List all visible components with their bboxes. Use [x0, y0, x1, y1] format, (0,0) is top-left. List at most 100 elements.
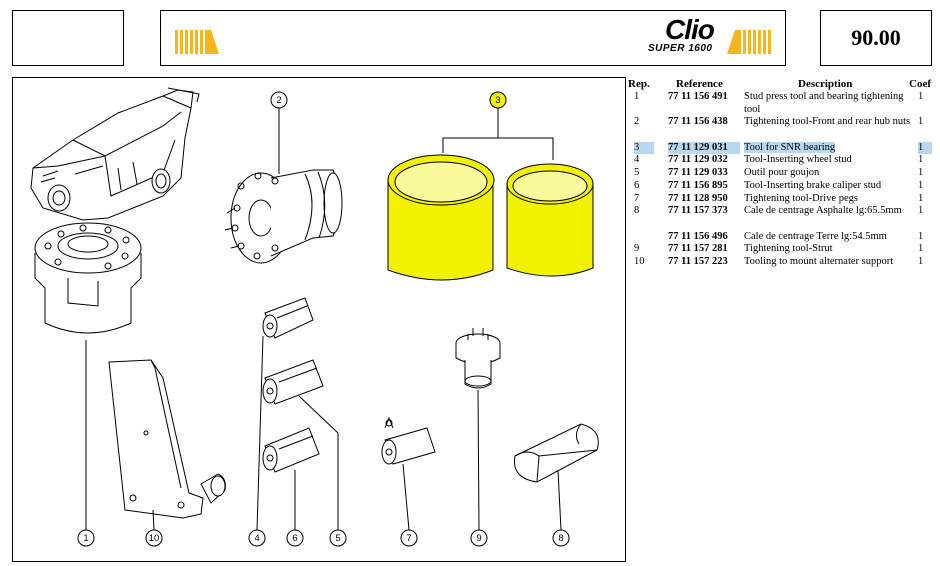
hub-nut-tool-icon: [224, 169, 343, 264]
row-reference: 77 11 156 491: [668, 91, 728, 102]
page-number: 90.00: [851, 25, 901, 50]
row-reference: 77 11 157 373: [668, 205, 728, 217]
row-coef: 1: [918, 167, 924, 179]
row-reference: 77 11 156 895: [668, 179, 728, 191]
wheel-stud-insert-tool-icon: [262, 297, 314, 339]
svg-text:7: 7: [406, 533, 411, 544]
svg-text:6: 6: [292, 533, 297, 544]
svg-text:5: 5: [335, 533, 340, 544]
row-description: Cale de centrage Terre lg:54.5mm: [744, 230, 887, 242]
row-coef: 1: [918, 91, 924, 102]
header-coef: Coef: [909, 78, 931, 90]
callout-8: 8: [552, 529, 570, 547]
table-row[interactable]: 9 77 11 157 281 Tightening tool-Strut 1: [628, 243, 938, 256]
row-rep: 7: [634, 192, 640, 204]
svg-text:2: 2: [276, 95, 281, 106]
row-reference: 77 11 128 950: [668, 192, 728, 204]
callout-3: 3: [489, 91, 507, 109]
callout-5: 5: [329, 529, 347, 547]
row-rep: 6: [634, 179, 640, 191]
row-rep: 1: [634, 91, 640, 102]
row-reference: 77 11 129 032: [668, 154, 728, 166]
row-coef: 1: [918, 192, 924, 204]
table-row[interactable]: 2 77 11 156 438 Tightening tool-Front an…: [628, 116, 938, 141]
callout-6: 6: [286, 529, 304, 547]
row-rep: 2: [634, 116, 640, 128]
row-reference: 77 11 129 031: [668, 141, 740, 155]
table-row[interactable]: 8 77 11 157 373 Cale de centrage Asphalt…: [628, 205, 938, 230]
row-description: Stud press tool and bearing tightening t…: [744, 91, 904, 115]
header-page-box: 90.00: [820, 10, 932, 66]
header-rep: Rep.: [628, 78, 650, 90]
alternator-support-tool-icon: [108, 359, 226, 519]
callout-9: 9: [470, 529, 488, 547]
caliper-stud-insert-tool-icon: [262, 427, 320, 473]
row-description: Tool-Inserting wheel stud: [744, 154, 852, 166]
callout-7: 7: [400, 529, 418, 547]
row-coef: 1: [918, 230, 924, 242]
stud-press-tool-icon: [34, 222, 142, 334]
table-header-row: Rep. Reference Description Coef: [628, 78, 938, 91]
table-row[interactable]: 77 11 156 496 Cale de centrage Terre lg:…: [628, 231, 938, 244]
table-row[interactable]: 10 77 11 157 223 Tooling to mount altern…: [628, 256, 938, 281]
row-coef: 1: [918, 116, 924, 128]
row-coef: 1: [918, 205, 924, 217]
strut-tool-icon: [455, 328, 501, 389]
row-rep: 3: [634, 141, 654, 155]
exploded-diagram: 1 2 3 4 5 6 7 8 9 10: [12, 77, 626, 562]
header-logo-box: [160, 10, 786, 66]
svg-text:10: 10: [149, 533, 160, 544]
table-row[interactable]: 6 77 11 156 895 Tool-Inserting brake cal…: [628, 180, 938, 193]
row-reference: 77 11 157 223: [668, 255, 728, 267]
drive-peg-tool-icon: [381, 416, 436, 465]
row-description: Tool-Inserting brake caliper stud: [744, 179, 882, 191]
stud-tool-icon: [262, 359, 324, 405]
row-reference: 77 11 157 281: [668, 243, 728, 255]
row-coef: 1: [918, 255, 924, 267]
logo-subtitle: SUPER 1600: [648, 43, 713, 54]
centering-wedge-icon: [513, 423, 599, 483]
logo-title: Clio: [665, 14, 715, 45]
table-row[interactable]: 5 77 11 129 033 Outil pour goujon 1: [628, 167, 938, 180]
stripe-logo-left-icon: [175, 30, 219, 54]
row-rep: 10: [634, 255, 645, 267]
svg-text:1: 1: [83, 533, 88, 544]
tool-kit-drawing: 1 2 3 4 5 6 7 8 9 10: [30, 87, 599, 547]
table-row[interactable]: 7 77 11 128 950 Tightening tool-Drive pe…: [628, 193, 938, 206]
callout-4: 4: [248, 529, 266, 547]
row-description: Tightening tool-Strut: [744, 243, 833, 255]
row-reference: 77 11 129 033: [668, 167, 728, 179]
svg-text:4: 4: [254, 533, 259, 544]
header-description: Description: [798, 78, 853, 90]
callout-10: 10: [145, 529, 163, 547]
row-rep: 9: [634, 243, 640, 255]
table-row[interactable]: 1 77 11 156 491 Stud press tool and bear…: [628, 91, 938, 116]
stripe-logo-right-icon: [727, 30, 771, 54]
callout-1: 1: [77, 529, 95, 547]
row-description: Cale de centrage Asphalte lg:65.5mm: [744, 205, 902, 217]
table-row[interactable]: 4 77 11 129 032 Tool-Inserting wheel stu…: [628, 154, 938, 167]
row-coef: 1: [918, 141, 932, 155]
row-description: Tooling to mount alternater support: [744, 255, 894, 267]
svg-text:8: 8: [558, 533, 563, 544]
row-description: Outil pour goujon: [744, 167, 820, 179]
row-coef: 1: [918, 179, 924, 191]
row-coef: 1: [918, 154, 924, 166]
row-coef: 1: [918, 243, 924, 255]
row-reference: 77 11 156 438: [668, 116, 728, 128]
header-reference: Reference: [676, 78, 723, 90]
snr-bearing-tool-icon: [387, 108, 594, 281]
row-description: Tool for SNR bearing: [744, 141, 836, 153]
row-rep: 4: [634, 154, 640, 166]
row-reference: 77 11 156 496: [668, 230, 728, 242]
svg-text:9: 9: [476, 533, 481, 544]
row-rep: 8: [634, 205, 640, 217]
table-row-selected[interactable]: 3 77 11 129 031 Tool for SNR bearing 1: [628, 141, 938, 155]
callout-2: 2: [270, 91, 288, 109]
row-rep: 5: [634, 167, 640, 179]
parts-table: Rep. Reference Description Coef 1 77 11 …: [628, 78, 938, 281]
row-description-wrap: Tool for SNR bearing: [744, 141, 914, 155]
header-left-box: [12, 10, 124, 66]
svg-text:3: 3: [495, 95, 500, 106]
row-description: Tightening tool-Drive pegs: [744, 192, 858, 204]
